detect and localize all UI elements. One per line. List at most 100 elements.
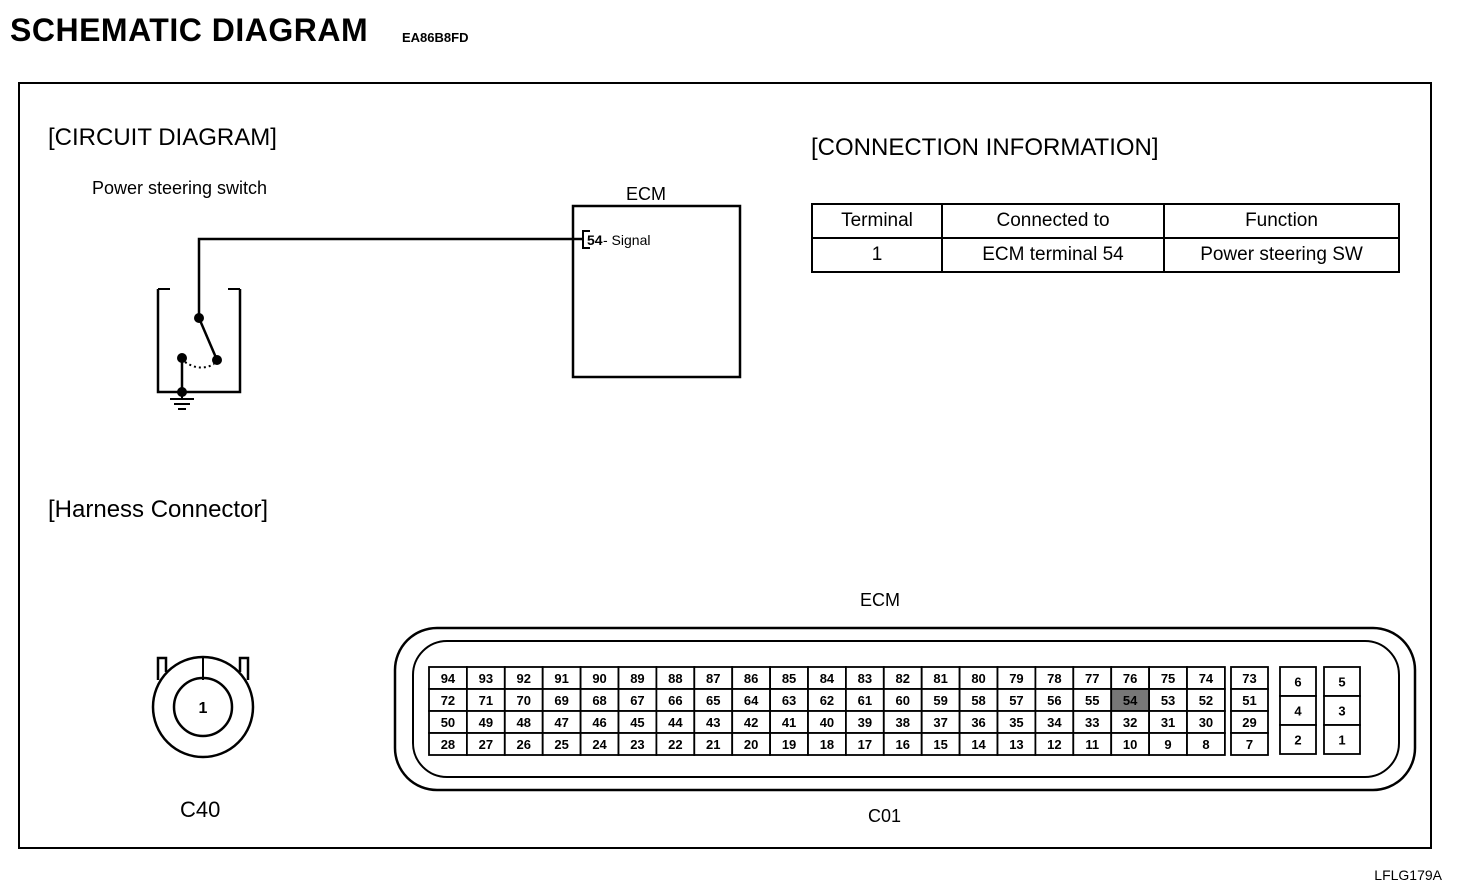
ecm-pin: 35: [996, 710, 1037, 734]
pin-number: 69: [554, 693, 568, 708]
pin-number: 80: [971, 671, 985, 686]
pin-number: 65: [706, 693, 720, 708]
pin-number: 93: [479, 671, 493, 686]
pin-number: 89: [630, 671, 644, 686]
ecm-signal-label: - Signal: [603, 232, 650, 248]
pin-number: 58: [971, 693, 985, 708]
ecm-pin: 48: [503, 710, 544, 734]
ecm-pin: 43: [693, 710, 734, 734]
ecm-pin: 68: [579, 688, 620, 712]
pin-number: 45: [630, 715, 644, 730]
harness-connector-title: [Harness Connector]: [48, 496, 269, 523]
pin-number: 32: [1123, 715, 1137, 730]
ecm-pin-side: 29: [1230, 710, 1269, 734]
pin-number: 25: [554, 737, 568, 752]
ecm-pin: 65: [693, 688, 734, 712]
ecm-pin: 46: [579, 710, 620, 734]
ecm-pin: 78: [1034, 666, 1075, 690]
pin-number: 82: [896, 671, 910, 686]
c40-pin: 1: [199, 700, 208, 717]
pin-number: 57: [1009, 693, 1023, 708]
ecm-pin: 41: [769, 710, 809, 734]
pin-number: 15: [933, 737, 947, 752]
pin-number: 67: [630, 693, 644, 708]
pin-number: 68: [592, 693, 606, 708]
ecm-pin-side: 7: [1230, 732, 1269, 756]
ecm-pin: 10: [1110, 732, 1150, 756]
ecm-pin: 90: [579, 666, 620, 690]
ecm-pin: 64: [731, 688, 772, 712]
pin-number: 64: [744, 693, 759, 708]
ecm-pin: 54: [1110, 688, 1150, 712]
table-row: 1 ECM terminal 54 Power steering SW: [811, 237, 1400, 273]
ecm-pin: 17: [845, 732, 885, 756]
ecm-pin: 12: [1034, 732, 1075, 756]
pin-number: 35: [1009, 715, 1023, 730]
pin-number: 83: [858, 671, 872, 686]
pin-number: 42: [744, 715, 758, 730]
pin-number: 11: [1085, 737, 1099, 752]
ecm-pin: 16: [882, 732, 923, 756]
ecm-pin: 75: [1148, 666, 1188, 690]
ecm-pin: 74: [1186, 666, 1226, 690]
pin-number: 72: [441, 693, 455, 708]
ecm-pin: 82: [882, 666, 923, 690]
ecm-pin: 87: [693, 666, 734, 690]
header-function: Function: [1163, 203, 1400, 239]
ecm-pin: 24: [579, 732, 620, 756]
pin-number: 23: [630, 737, 644, 752]
connector-inner-shell: [412, 640, 1400, 778]
switch-contact: [197, 317, 219, 361]
circuit-diagram-title: [CIRCUIT DIAGRAM]: [48, 124, 277, 151]
ecm-pin: 40: [807, 710, 847, 734]
ecm-pin: 60: [882, 688, 923, 712]
pin-number: 86: [744, 671, 758, 686]
pin-number: 36: [971, 715, 985, 730]
pin-number: 41: [782, 715, 796, 730]
pin-number: 70: [517, 693, 531, 708]
pin-number: 31: [1161, 715, 1175, 730]
ecm-pin: 72: [428, 688, 468, 712]
ecm-pin: 58: [958, 688, 999, 712]
c40-label: C40: [180, 797, 221, 822]
ecm-pin-block-right: 5: [1323, 666, 1361, 697]
ecm-pin: 25: [541, 732, 582, 756]
ecm-pin: 22: [655, 732, 696, 756]
ecm-pin: 84: [807, 666, 847, 690]
ecm-pin: 53: [1148, 688, 1188, 712]
ecm-pin: 49: [465, 710, 506, 734]
pin-number: 62: [820, 693, 834, 708]
pin-number: 63: [782, 693, 796, 708]
pin-number: 21: [706, 737, 720, 752]
pin-number: 43: [706, 715, 720, 730]
pin-number: 14: [971, 737, 986, 752]
pin-number: 44: [668, 715, 683, 730]
switch-label: Power steering switch: [92, 178, 268, 198]
ecm-pin-block-left: 4: [1279, 695, 1317, 726]
ecm-pin-block-right: 1: [1323, 724, 1361, 755]
ecm-pin-side: 51: [1230, 688, 1269, 712]
ecm-pin: 20: [731, 732, 772, 756]
contact-terminal: [212, 355, 222, 365]
header-terminal: Terminal: [811, 203, 943, 239]
pin-number: 78: [1047, 671, 1061, 686]
connection-table: Terminal Connected to Function 1 ECM ter…: [811, 203, 1400, 273]
pin-number: 91: [554, 671, 568, 686]
ecm-pin: 93: [465, 666, 506, 690]
document-code: EA86B8FD: [402, 30, 469, 45]
pin-number: 75: [1161, 671, 1175, 686]
ecm-pin: 39: [845, 710, 885, 734]
ecm-pin: 94: [428, 666, 468, 690]
ecm-pin: 18: [807, 732, 847, 756]
ecm-pin: 27: [465, 732, 506, 756]
pin-number: 39: [858, 715, 872, 730]
ecm-pin: 79: [996, 666, 1037, 690]
ecm-pin: 31: [1148, 710, 1188, 734]
ecm-pin: 57: [996, 688, 1037, 712]
switch-housing: [156, 289, 242, 394]
pin-number: 56: [1047, 693, 1061, 708]
pin-number: 9: [1164, 737, 1171, 752]
